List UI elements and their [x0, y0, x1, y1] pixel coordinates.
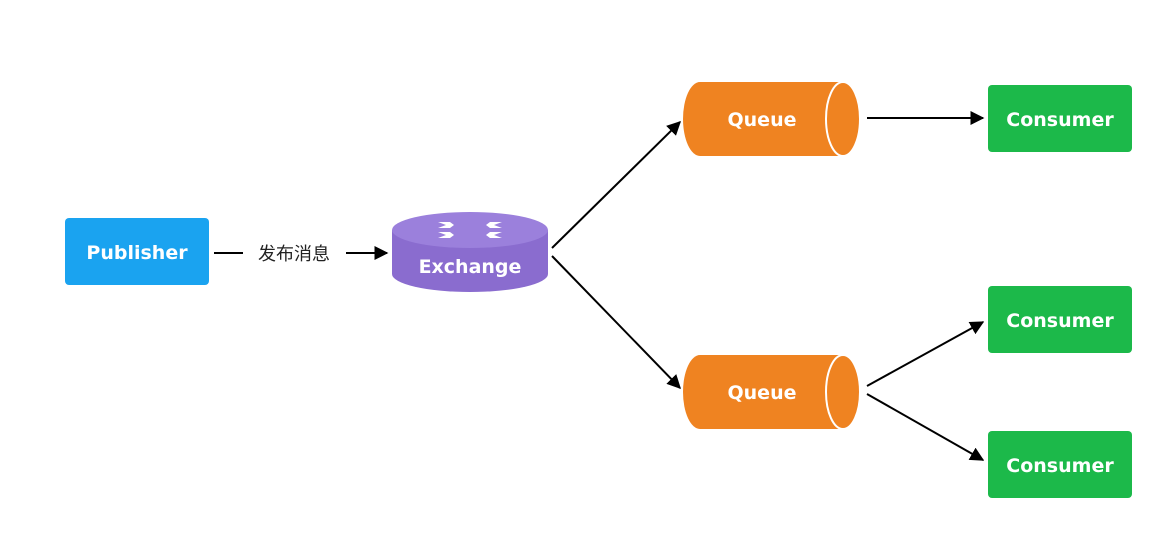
publish-edge-label: 发布消息 [258, 244, 330, 265]
queue-end-cap [825, 81, 861, 157]
consumer-box [988, 286, 1132, 353]
exchange-node: Exchange [392, 212, 548, 292]
consumer-node: Consumer [988, 85, 1132, 152]
publisher-box [65, 218, 209, 285]
queue-label: Queue [728, 382, 797, 404]
router-arrows-icon [438, 222, 502, 238]
queue-2-to-consumer-2-arrow [866, 321, 985, 387]
queue-label: Queue [728, 109, 797, 131]
consumer-label: Consumer [1006, 310, 1114, 332]
queue-node: Queue [683, 81, 861, 157]
publisher-label: Publisher [86, 242, 188, 264]
consumer-node: Consumer [988, 286, 1132, 353]
publisher-node: Publisher [65, 218, 209, 285]
exchange-to-queue-2-arrow [551, 255, 681, 390]
consumer-label: Consumer [1006, 455, 1114, 477]
exchange-top [392, 212, 548, 248]
queue-body [683, 355, 860, 429]
queue-node: Queue [683, 354, 861, 430]
queue-end-cap [825, 354, 861, 430]
consumer-label: Consumer [1006, 109, 1114, 131]
consumer-box [988, 431, 1132, 498]
consumer-node: Consumer [988, 431, 1132, 498]
queue-2-to-consumer-3-arrow [866, 393, 985, 461]
queue-body [683, 82, 860, 156]
consumer-box [988, 85, 1132, 152]
publish-edge: 发布消息 [214, 244, 389, 265]
exchange-to-queue-1-arrow [551, 121, 681, 249]
exchange-label: Exchange [419, 256, 522, 278]
